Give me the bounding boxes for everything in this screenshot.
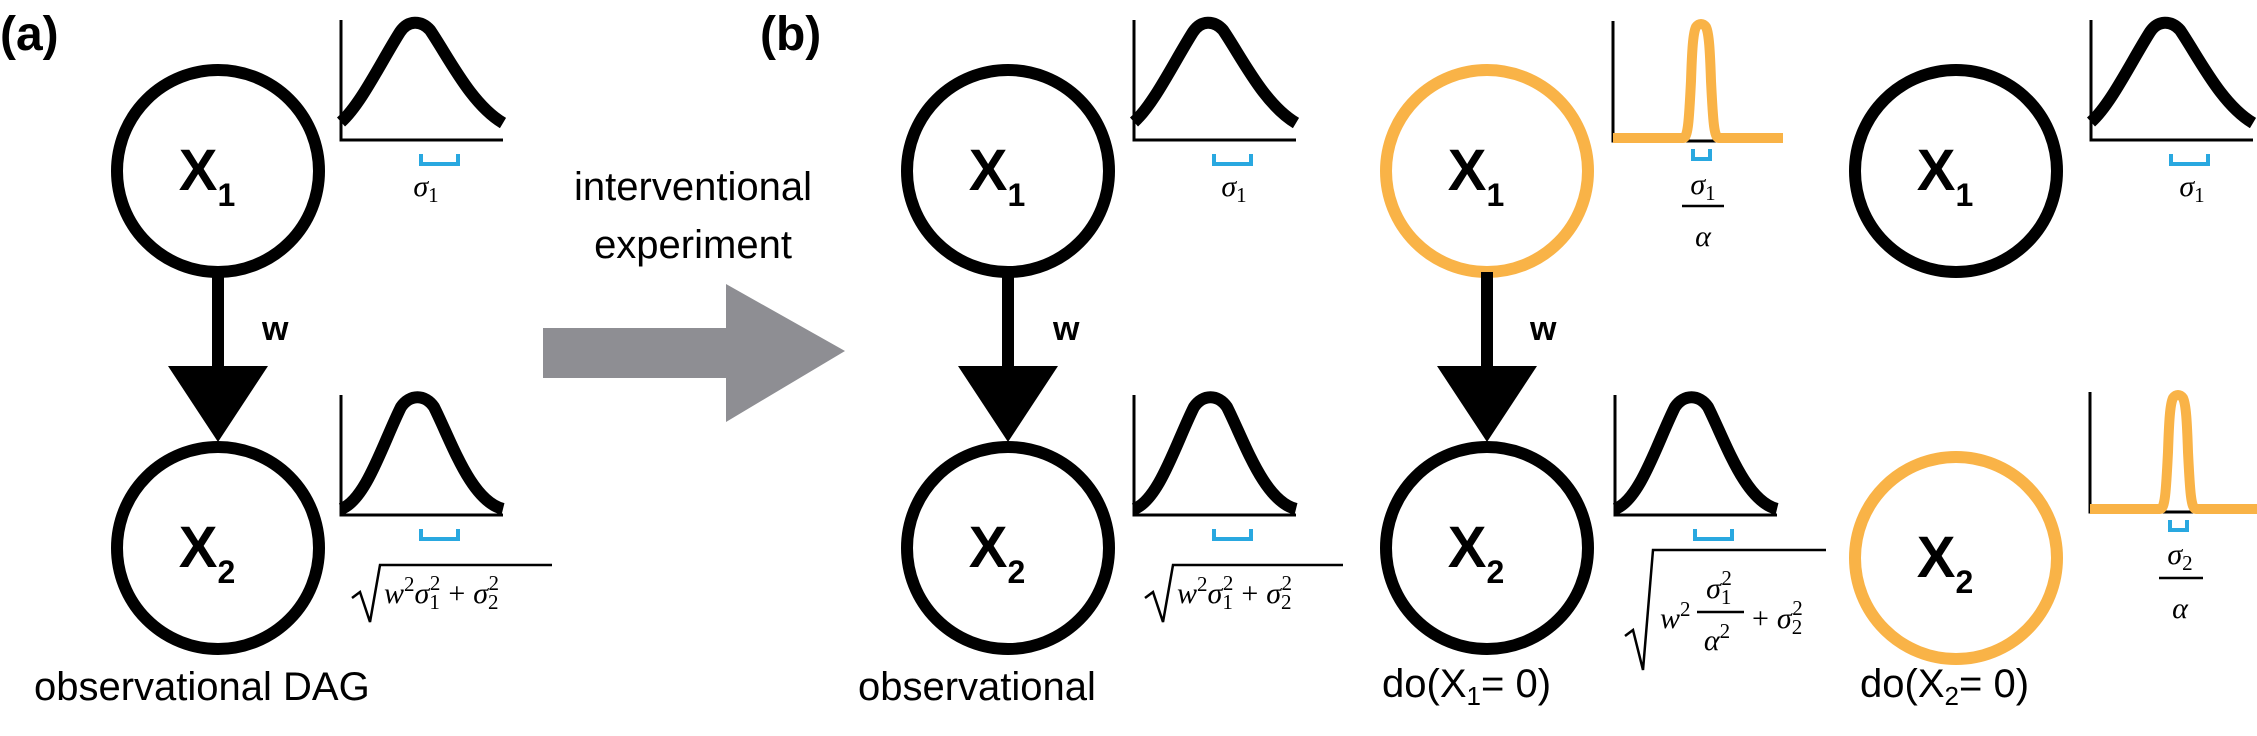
node-x2-label: X2 bbox=[179, 515, 235, 590]
dox1-node-x2 bbox=[1380, 441, 1594, 655]
node-x1 bbox=[111, 64, 325, 278]
dox1-sd-x2-formula: w2 σ12 α2 +σ22 bbox=[1624, 548, 1826, 671]
dox1-edge-weight: w bbox=[1529, 310, 1557, 348]
svg-text:α: α bbox=[1695, 220, 1712, 253]
do-x1-graph: X1 w X2 σ1 α w2 bbox=[1380, 21, 1826, 711]
transition: interventional experiment bbox=[543, 165, 845, 422]
obs-node-x1-label: X1 bbox=[969, 138, 1025, 213]
do-x2-graph: X1 X2 σ1 σ2 α do(X2= 0) bbox=[1849, 20, 2257, 711]
svg-text:σ2: σ2 bbox=[2167, 538, 2192, 575]
dox1-node-x1-label: X1 bbox=[1448, 138, 1504, 213]
transition-line-1: interventional bbox=[574, 165, 812, 209]
edge-weight-label: w bbox=[261, 310, 289, 348]
dox2-distribution-x1 bbox=[2091, 20, 2253, 164]
do-x2-caption: do(X2= 0) bbox=[1860, 662, 2029, 711]
dox2-node-x2-label: X2 bbox=[1917, 525, 1973, 600]
svg-text:α2: α2 bbox=[1704, 619, 1730, 657]
dox2-sd-x2-formula: σ2 α bbox=[2159, 538, 2203, 625]
svg-text:w2σ12+σ22: w2σ12+σ22 bbox=[384, 571, 499, 614]
sd-x1-label: σ1 bbox=[413, 170, 438, 207]
dox2-node-x2 bbox=[1849, 451, 2063, 665]
obs-distribution-x2 bbox=[1134, 395, 1296, 539]
dox1-distribution-x1 bbox=[1613, 21, 1783, 159]
observational-caption: observational bbox=[858, 665, 1096, 709]
edge-arrowhead bbox=[168, 366, 268, 442]
distribution-x2 bbox=[341, 395, 503, 539]
dox1-edge-arrowhead bbox=[1437, 366, 1537, 442]
obs-edge-weight: w bbox=[1052, 310, 1080, 348]
do-x1-caption: do(X1= 0) bbox=[1382, 662, 1551, 711]
dox2-sd-x1: σ1 bbox=[2179, 170, 2204, 207]
obs-edge-arrowhead bbox=[958, 366, 1058, 442]
sd-x2-formula: w2σ12+σ22 bbox=[351, 563, 552, 623]
panel-a: (a) X1 w X2 σ1 w2σ12+σ22 observational D… bbox=[0, 8, 552, 709]
panel-a-caption: observational DAG bbox=[34, 665, 370, 709]
dox2-node-x1-label: X1 bbox=[1917, 138, 1973, 213]
dox1-node-x2-label: X2 bbox=[1448, 515, 1504, 590]
obs-sd-x1: σ1 bbox=[1221, 170, 1246, 207]
obs-sd-x2-formula: w2σ12+σ22 bbox=[1144, 563, 1343, 623]
svg-text:α: α bbox=[2172, 592, 2189, 625]
transition-line-2: experiment bbox=[594, 223, 792, 267]
distribution-x1 bbox=[341, 20, 503, 164]
dox1-sd-x1-formula: σ1 α bbox=[1682, 168, 1724, 253]
node-x1-label: X1 bbox=[179, 138, 235, 213]
obs-distribution-x1 bbox=[1134, 20, 1296, 164]
observational-graph: X1 w X2 σ1 w2σ12+σ22 observational bbox=[858, 20, 1343, 709]
node-x2 bbox=[111, 441, 325, 655]
panel-b-label: (b) bbox=[760, 8, 821, 61]
panel-b: (b) X1 w X2 σ1 w2σ12+σ22 bbox=[760, 8, 2257, 711]
svg-text:+σ22: +σ22 bbox=[1752, 596, 1803, 639]
transition-arrow bbox=[543, 284, 845, 422]
svg-text:σ12: σ12 bbox=[1706, 566, 1732, 609]
obs-node-x2 bbox=[901, 441, 1115, 655]
dox2-node-x1 bbox=[1849, 64, 2063, 278]
obs-node-x1 bbox=[901, 64, 1115, 278]
svg-text:w2: w2 bbox=[1660, 597, 1691, 635]
dox1-distribution-x2 bbox=[1615, 395, 1777, 539]
dox2-distribution-x2 bbox=[2090, 392, 2257, 530]
obs-node-x2-label: X2 bbox=[969, 515, 1025, 590]
panel-a-label: (a) bbox=[0, 8, 59, 61]
svg-text:σ1: σ1 bbox=[1690, 168, 1715, 205]
dox1-node-x1 bbox=[1380, 64, 1594, 278]
svg-text:w2σ12+σ22: w2σ12+σ22 bbox=[1177, 571, 1292, 614]
